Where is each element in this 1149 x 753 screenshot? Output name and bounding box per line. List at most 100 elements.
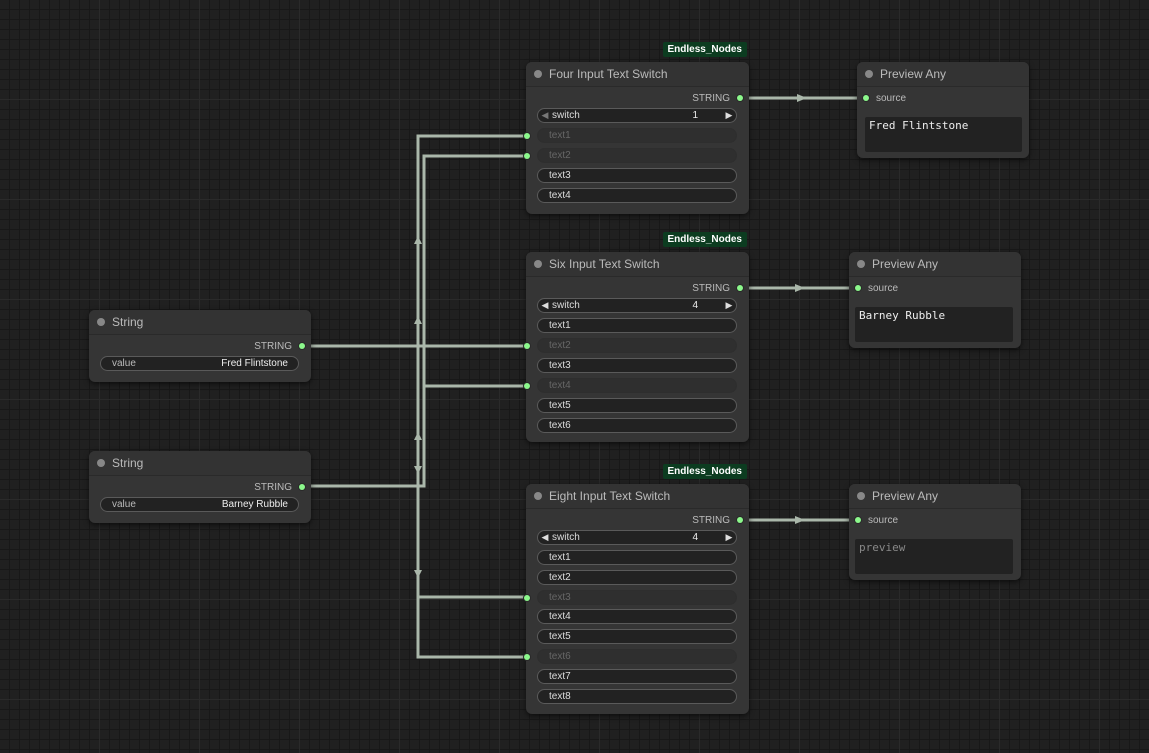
preview-any-node-1[interactable]: Preview Any source Fred Flintstone bbox=[857, 62, 1029, 158]
preview-textarea[interactable]: preview bbox=[855, 539, 1013, 574]
input-slot-dot[interactable] bbox=[524, 153, 530, 159]
node-pack-badge: Endless_Nodes bbox=[662, 232, 747, 247]
link-barney-to-eight-text6 bbox=[416, 486, 534, 659]
arrow-right-icon[interactable]: ▶ bbox=[725, 110, 733, 120]
input-slot-dot[interactable] bbox=[524, 133, 530, 139]
input-widget-text1[interactable]: text1 bbox=[537, 550, 737, 565]
input-widget-text5[interactable]: text5 bbox=[537, 398, 737, 413]
node-header[interactable]: Preview Any bbox=[849, 252, 1021, 277]
widget-label: text1 bbox=[549, 130, 571, 141]
input-widget-text2[interactable]: text2 bbox=[524, 338, 737, 353]
output-label: STRING bbox=[692, 282, 730, 294]
widget-label: text2 bbox=[549, 150, 571, 161]
output-label: STRING bbox=[692, 514, 730, 526]
input-widget-text4[interactable]: text4 bbox=[537, 188, 737, 203]
input-widget-text1[interactable]: text1 bbox=[537, 318, 737, 333]
node-header[interactable]: Four Input Text Switch bbox=[526, 62, 749, 87]
output-slot-row: STRING bbox=[692, 513, 743, 527]
input-widget-text2[interactable]: text2 bbox=[524, 148, 737, 163]
input-slot-row: source bbox=[855, 513, 898, 527]
output-slot-dot[interactable] bbox=[737, 285, 743, 291]
collapse-dot-icon[interactable] bbox=[865, 70, 873, 78]
output-slot-dot[interactable] bbox=[737, 95, 743, 101]
input-slot-dot[interactable] bbox=[855, 517, 861, 523]
link-arrow bbox=[795, 284, 805, 292]
collapse-dot-icon[interactable] bbox=[857, 492, 865, 500]
input-widget-text2[interactable]: text2 bbox=[537, 570, 737, 585]
node-header[interactable]: String bbox=[89, 310, 311, 335]
collapse-dot-icon[interactable] bbox=[97, 459, 105, 467]
input-widget-text3[interactable]: text3 bbox=[537, 358, 737, 373]
widget-label: text5 bbox=[549, 400, 571, 411]
switch-number-widget[interactable]: ◀ switch 4 ▶ bbox=[537, 530, 737, 545]
node-header[interactable]: Preview Any bbox=[849, 484, 1021, 509]
widget-label: text5 bbox=[549, 631, 571, 642]
widget-label: value bbox=[112, 499, 136, 510]
widget-label: switch bbox=[552, 300, 580, 311]
input-widget-text4[interactable]: text4 bbox=[537, 609, 737, 624]
four-input-text-switch-node[interactable]: Endless_Nodes Four Input Text Switch STR… bbox=[524, 42, 749, 214]
value-widget[interactable]: value Fred Flintstone bbox=[100, 356, 299, 371]
input-slot-dot[interactable] bbox=[855, 285, 861, 291]
input-widget-text7[interactable]: text7 bbox=[537, 669, 737, 684]
input-slot-dot[interactable] bbox=[524, 654, 530, 660]
widget-label: value bbox=[112, 358, 136, 369]
node-header[interactable]: Preview Any bbox=[857, 62, 1029, 87]
input-widget-text5[interactable]: text5 bbox=[537, 629, 737, 644]
output-label: STRING bbox=[254, 481, 292, 493]
input-widget-text3[interactable]: text3 bbox=[537, 168, 737, 183]
arrow-left-icon[interactable]: ◀ bbox=[541, 110, 549, 120]
output-slot-dot[interactable] bbox=[299, 484, 305, 490]
input-label: source bbox=[868, 282, 899, 294]
arrow-left-icon[interactable]: ◀ bbox=[541, 300, 549, 310]
input-slot-row: source bbox=[863, 91, 906, 105]
output-slot-row: STRING bbox=[254, 480, 305, 494]
string-node-fred[interactable]: String STRING value Fred Flintstone bbox=[89, 310, 311, 382]
node-title: Preview Any bbox=[872, 257, 939, 271]
node-header[interactable]: Six Input Text Switch bbox=[526, 252, 749, 277]
arrow-left-icon[interactable]: ◀ bbox=[541, 532, 549, 542]
input-slot-dot[interactable] bbox=[863, 95, 869, 101]
input-slot-dot[interactable] bbox=[524, 343, 530, 349]
switch-number-widget[interactable]: ◀ switch 1 ▶ bbox=[537, 108, 737, 123]
six-input-text-switch-node[interactable]: Six Input Text Switch Endless_Nodes STRI… bbox=[524, 232, 749, 442]
input-widget-text3[interactable]: text3 bbox=[524, 590, 737, 605]
input-widget-text1[interactable]: text1 bbox=[524, 128, 737, 143]
arrow-right-icon[interactable]: ▶ bbox=[725, 532, 733, 542]
input-label: source bbox=[868, 514, 899, 526]
collapse-dot-icon[interactable] bbox=[857, 260, 865, 268]
output-label: STRING bbox=[254, 340, 292, 352]
input-widget-text6[interactable]: text6 bbox=[524, 649, 737, 664]
node-header[interactable]: Eight Input Text Switch bbox=[526, 484, 749, 509]
widget-label: text2 bbox=[549, 340, 571, 351]
preview-any-node-3[interactable]: Preview Any source preview bbox=[849, 484, 1021, 580]
widget-value: 1 bbox=[692, 110, 698, 121]
link-arrow bbox=[797, 94, 807, 102]
arrow-right-icon[interactable]: ▶ bbox=[725, 300, 733, 310]
collapse-dot-icon[interactable] bbox=[534, 70, 542, 78]
widget-label: text4 bbox=[549, 611, 571, 622]
node-title: Four Input Text Switch bbox=[549, 67, 668, 81]
node-title: Eight Input Text Switch bbox=[549, 489, 671, 503]
string-node-barney[interactable]: String STRING value Barney Rubble bbox=[89, 451, 311, 523]
node-header[interactable]: String bbox=[89, 451, 311, 476]
input-widget-text4[interactable]: text4 bbox=[524, 378, 737, 393]
input-widget-text6[interactable]: text6 bbox=[537, 418, 737, 433]
switch-number-widget[interactable]: ◀ switch 4 ▶ bbox=[537, 298, 737, 313]
input-slot-dot[interactable] bbox=[524, 383, 530, 389]
node-title: Six Input Text Switch bbox=[549, 257, 660, 271]
eight-input-text-switch-node[interactable]: Endless_Nodes Eight Input Text Switch ST… bbox=[524, 464, 749, 714]
output-slot-dot[interactable] bbox=[299, 343, 305, 349]
collapse-dot-icon[interactable] bbox=[97, 318, 105, 326]
preview-any-node-2[interactable]: Preview Any source Barney Rubble bbox=[849, 252, 1021, 348]
output-slot-dot[interactable] bbox=[737, 517, 743, 523]
input-slot-dot[interactable] bbox=[524, 595, 530, 601]
widget-value: 4 bbox=[692, 300, 698, 311]
widget-label: text3 bbox=[549, 360, 571, 371]
preview-text: Fred Flintstone bbox=[865, 117, 1022, 152]
collapse-dot-icon[interactable] bbox=[534, 492, 542, 500]
widget-label: text3 bbox=[549, 170, 571, 181]
collapse-dot-icon[interactable] bbox=[534, 260, 542, 268]
value-widget[interactable]: value Barney Rubble bbox=[100, 497, 299, 512]
input-widget-text8[interactable]: text8 bbox=[537, 689, 737, 704]
